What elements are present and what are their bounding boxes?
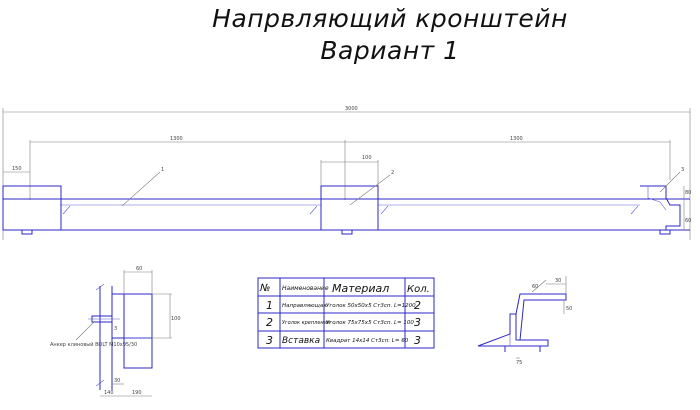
dim-right-2: 60 (685, 218, 691, 224)
dim-span-left: 1300 (170, 136, 183, 142)
spec-table: № Наименование Материал Кол. 1 Направляю… (257, 277, 435, 349)
table-cell-r2-qty: 3 (414, 316, 421, 329)
table-header-qty: Кол. (407, 284, 430, 295)
dim-left-end: 150 (12, 166, 22, 172)
leader-3-detail: 3 (114, 326, 117, 332)
dim-side-4: 75 (516, 360, 522, 366)
table-cell-r1-material: Уголок 50х50х5 Ст3сп. L=1200 (326, 303, 416, 309)
table-cell-r3-qty: 3 (414, 334, 421, 347)
drawing-title: Напрвляющий кронштейн (212, 4, 568, 33)
dim-span-right: 1300 (510, 136, 523, 142)
table-cell-r3-no: 3 (266, 334, 273, 347)
dim-detail-bottom-2: 140 (104, 390, 114, 396)
leader-1: 1 (161, 167, 164, 173)
table-cell-r1-qty: 2 (414, 299, 421, 312)
anchor-note: Анкер клиновый BOLT M10x95/30 (50, 341, 137, 348)
dim-side-3: 50 (566, 306, 572, 312)
dim-side-1: 30 (555, 278, 561, 284)
section-detail-view: 60 100 30 140 190 Анкер клиновый BOLT M1… (50, 266, 181, 397)
table-cell-r2-name: Уголок крепления (282, 320, 330, 326)
dim-right-1: 80 (685, 190, 691, 196)
dim-center-block: 100 (362, 155, 372, 161)
table-header-material: Материал (332, 282, 389, 295)
dim-detail-height: 100 (171, 316, 181, 322)
leader-2: 2 (391, 170, 394, 176)
dim-side-2: 60 (532, 284, 538, 290)
table-cell-r1-no: 1 (266, 299, 273, 312)
main-elevation-view: 3000 1300 1300 150 100 (2, 106, 691, 240)
table-header-number: № (259, 283, 270, 294)
dim-detail-bottom-1: 30 (114, 378, 120, 384)
table-cell-r3-material: Квадрат 14х14 Ст3сп. L= 60 (326, 338, 409, 344)
dim-detail-top: 60 (136, 266, 142, 272)
side-detail-view: 30 60 50 75 (477, 276, 572, 366)
table-header-name: Наименование (282, 285, 329, 292)
table-cell-r1-name: Направляющая (282, 303, 327, 309)
leader-3-main: 3 (681, 167, 684, 173)
table-cell-r3-name: Вставка (282, 336, 320, 346)
table-cell-r2-no: 2 (266, 316, 273, 329)
table-cell-r2-material: Уголок 75х75х5 Ст3сп. L= 100 (326, 320, 414, 326)
drawing-subtitle: Вариант 1 (320, 36, 460, 65)
dim-detail-bottom-3: 190 (132, 390, 142, 396)
dim-overall: 3000 (345, 106, 358, 112)
